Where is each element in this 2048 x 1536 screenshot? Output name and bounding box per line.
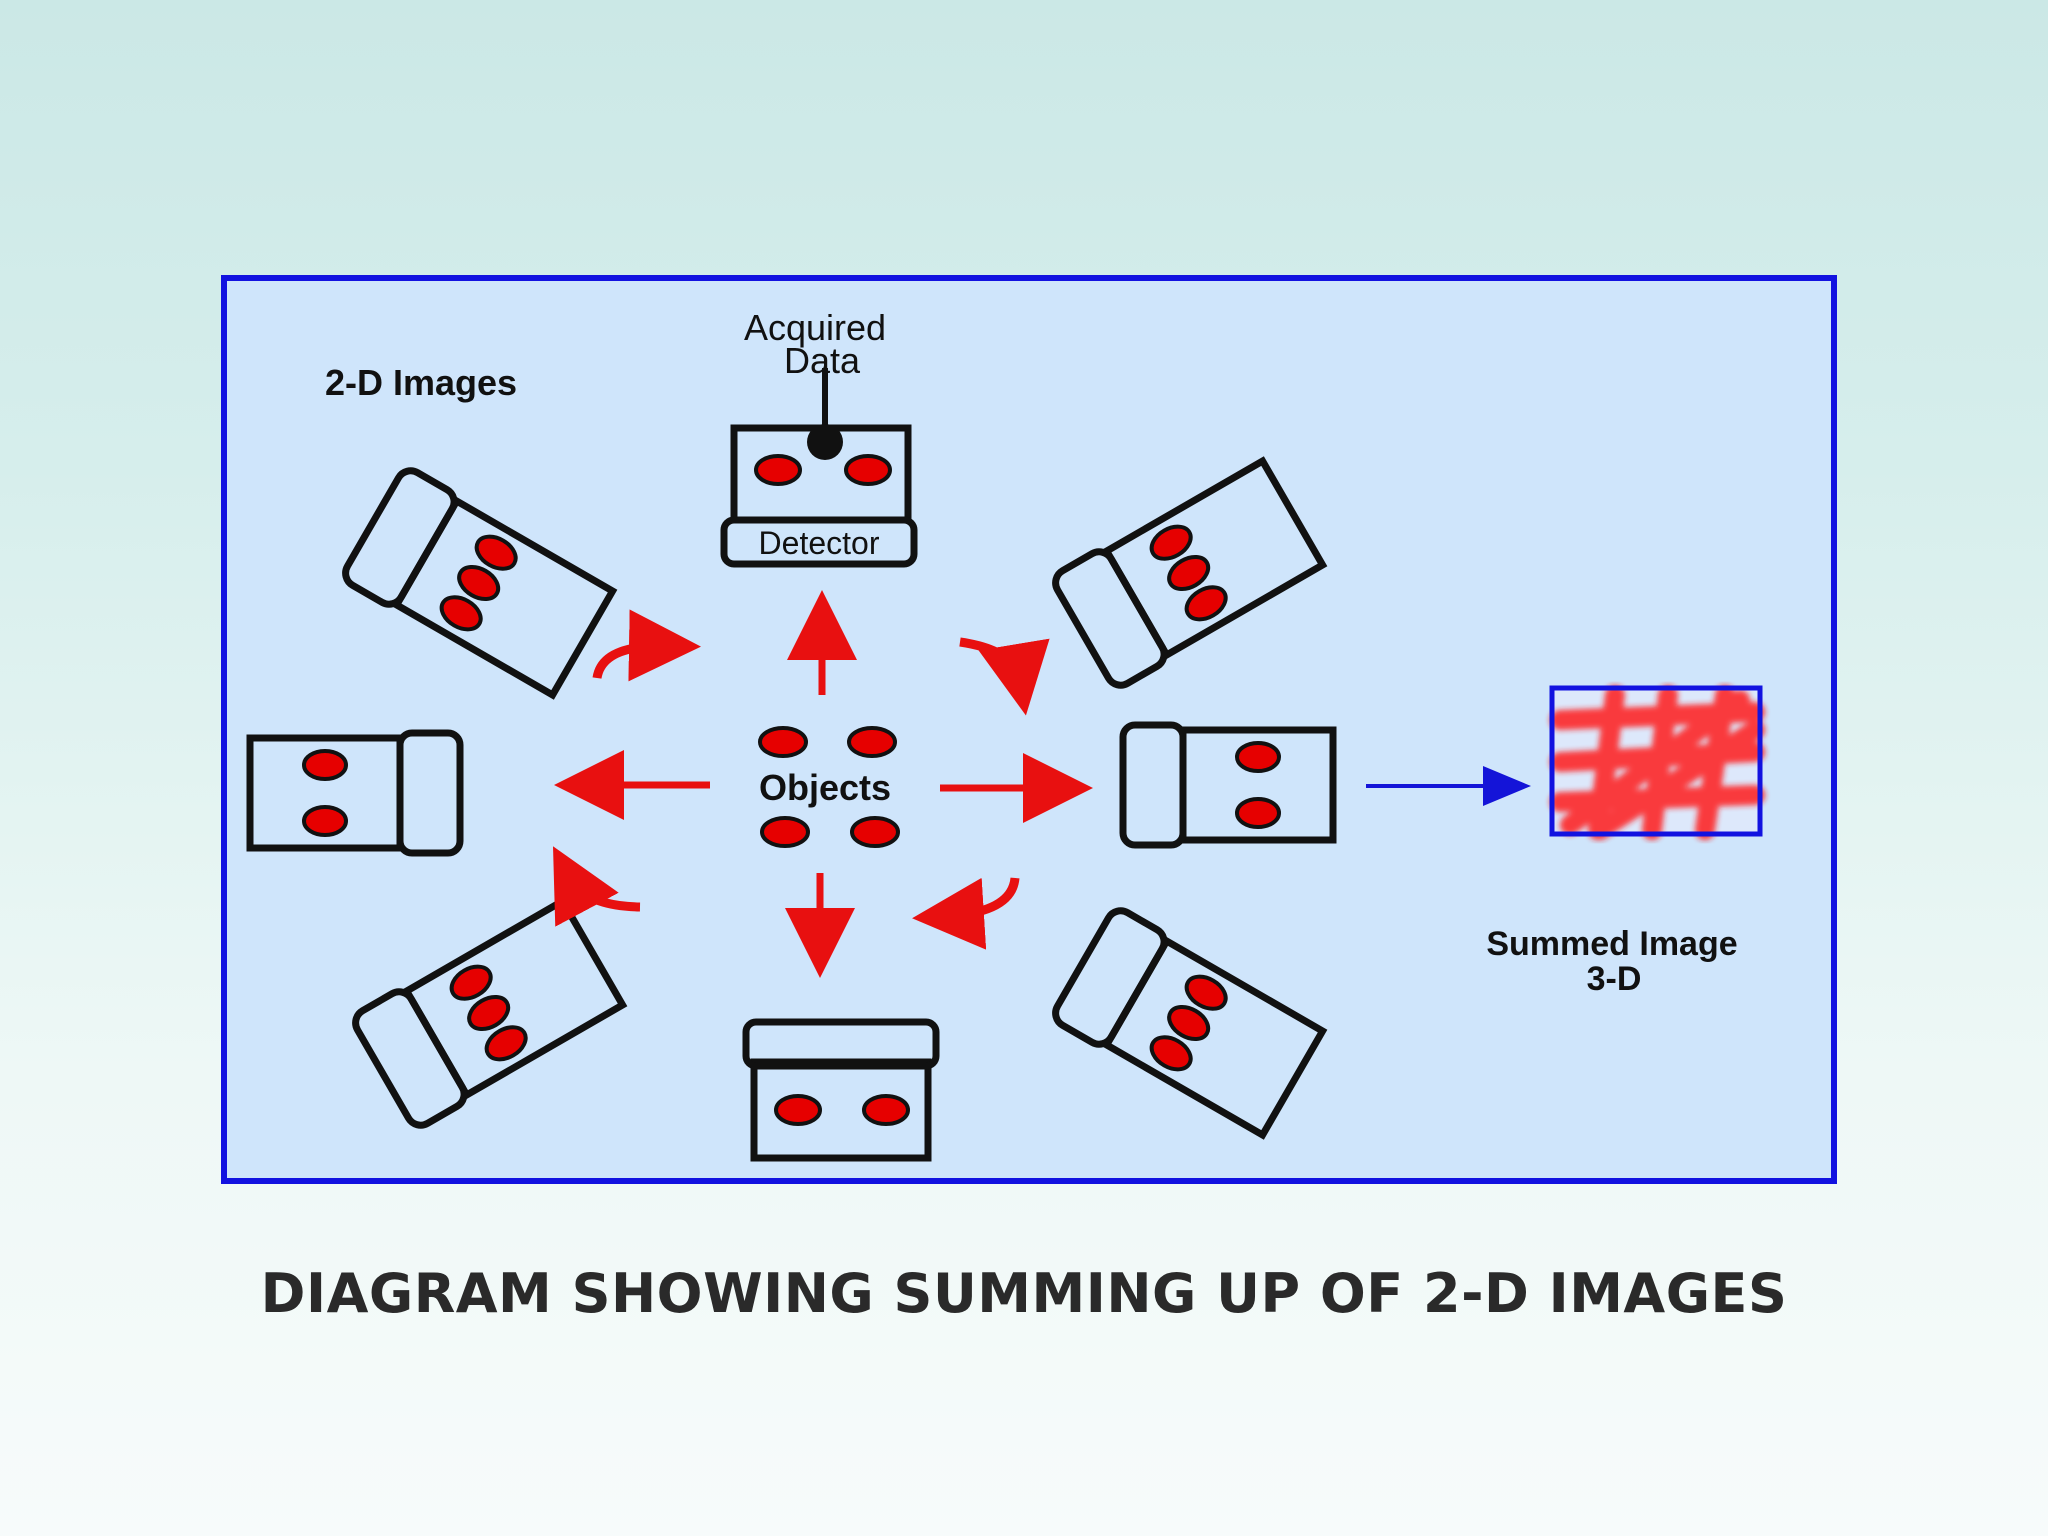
label-detector: Detector — [759, 525, 880, 561]
summed-image — [1549, 685, 1765, 840]
label-3d: 3-D — [1587, 960, 1642, 998]
slide-caption: DIAGRAM SHOWING SUMMING UP OF 2-D IMAGES — [260, 1262, 1788, 1325]
label-objects: Objects — [759, 767, 891, 808]
curved-arrow-lower-left — [552, 846, 641, 927]
curved-arrow-upper-left — [592, 609, 701, 682]
objects-group: Objects — [758, 726, 900, 848]
label-acquired: Acquired — [744, 307, 886, 348]
detector-top: Detector — [720, 424, 918, 568]
detector-bottom — [742, 1018, 940, 1162]
curved-arrow-lower-right — [912, 877, 1020, 950]
curved-arrow-upper-right — [959, 637, 1050, 716]
label-summed-image: Summed Image — [1486, 925, 1737, 963]
label-2d-images: 2-D Images — [325, 362, 517, 403]
